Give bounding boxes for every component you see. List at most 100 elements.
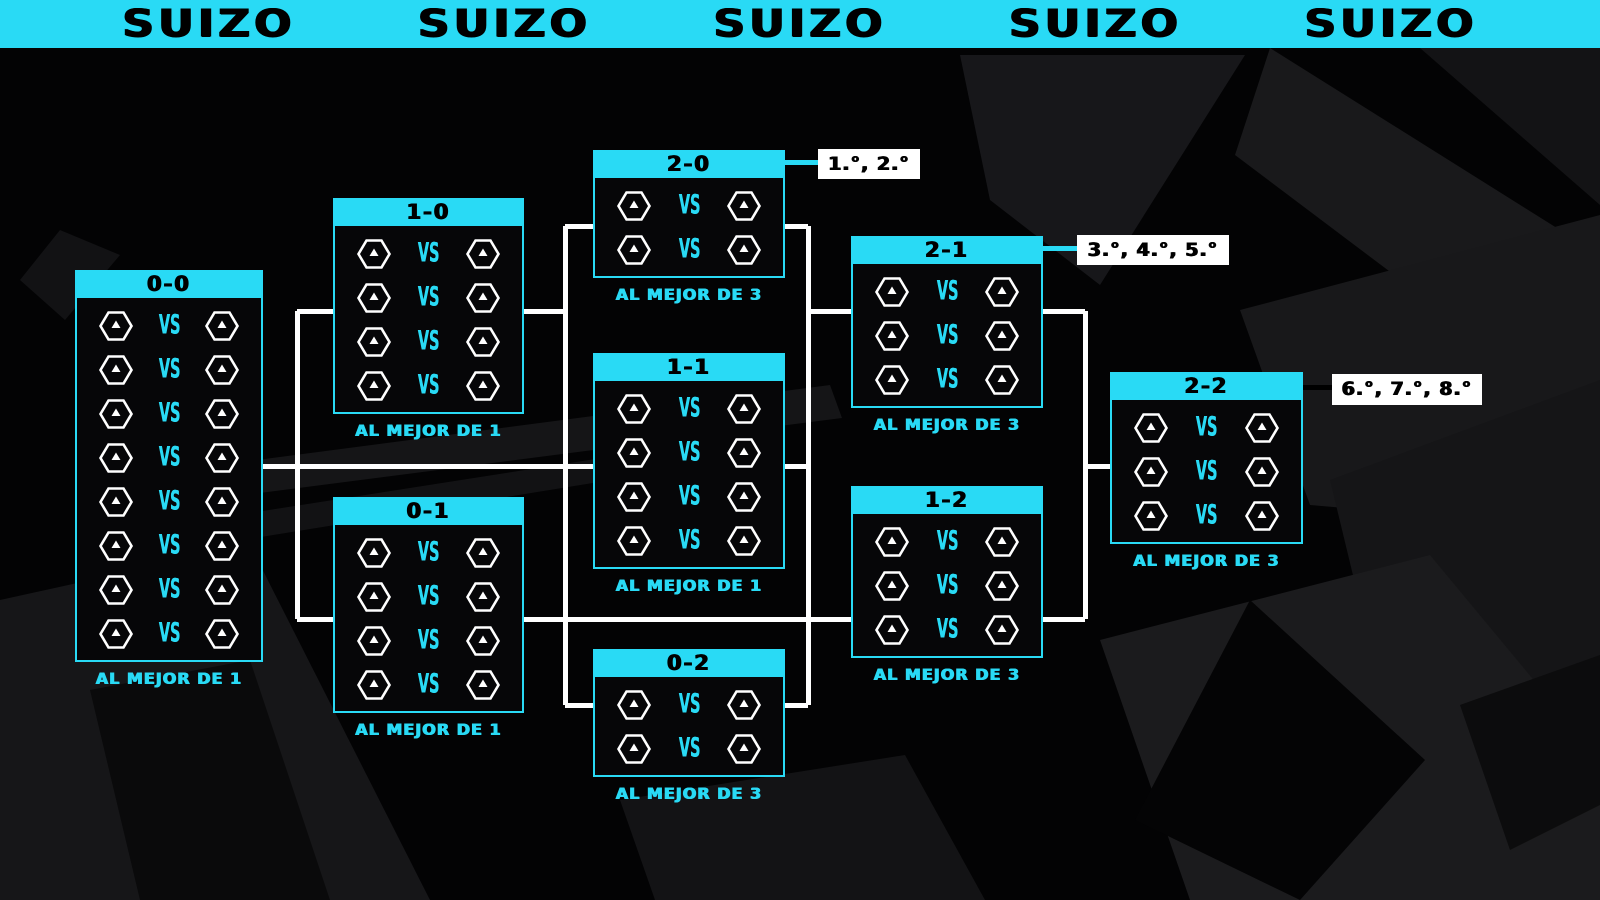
match-row[interactable]: VS <box>595 475 783 519</box>
team-slot-hexagon-icon <box>985 277 1019 307</box>
match-row[interactable]: VS <box>853 358 1041 402</box>
result-label-2-0: 1.°, 2.° <box>818 149 920 179</box>
match-row[interactable]: VS <box>77 480 261 524</box>
team-slot-hexagon-icon <box>357 582 391 612</box>
team-slot-hexagon-icon <box>1134 413 1168 443</box>
match-row[interactable]: VS <box>77 304 261 348</box>
team-slot-hexagon-icon <box>617 191 651 221</box>
bracket-connector-line <box>565 702 593 708</box>
match-row[interactable]: VS <box>335 232 522 276</box>
result-label-2-2: 6.°, 7.°, 8.° <box>1332 374 1482 405</box>
bracket-connector-line <box>805 226 811 705</box>
match-row[interactable]: VS <box>77 436 261 480</box>
bracket-box-header-1-1: 1-1 <box>593 353 785 381</box>
vs-label: VS <box>417 624 440 656</box>
record-label: 1-1 <box>667 354 711 379</box>
vs-label: VS <box>678 189 700 221</box>
team-slot-hexagon-icon <box>875 615 909 645</box>
bracket-box-body-2-0: VS VS <box>593 178 785 278</box>
bracket-connector-line <box>562 226 568 705</box>
match-row[interactable]: VS <box>1112 450 1301 494</box>
match-row[interactable]: VS <box>853 608 1041 652</box>
team-slot-hexagon-icon <box>99 399 133 429</box>
match-row[interactable]: VS <box>595 228 783 272</box>
match-row[interactable]: VS <box>1112 494 1301 538</box>
banner-title: SUIZO <box>122 1 296 47</box>
result-label-text: 1.°, 2.° <box>828 152 910 175</box>
match-row[interactable]: VS <box>335 364 522 408</box>
match-row[interactable]: VS <box>335 320 522 364</box>
match-row[interactable]: VS <box>77 392 261 436</box>
team-slot-hexagon-icon <box>727 191 761 221</box>
match-row[interactable]: VS <box>77 524 261 568</box>
vs-label: VS <box>158 397 180 429</box>
match-row[interactable]: VS <box>335 575 522 619</box>
team-slot-hexagon-icon <box>99 311 133 341</box>
match-row[interactable]: VS <box>595 519 783 563</box>
match-row[interactable]: VS <box>335 531 522 575</box>
record-label: 0-0 <box>147 271 191 296</box>
vs-label: VS <box>678 436 700 468</box>
match-row[interactable]: VS <box>595 683 783 727</box>
match-row[interactable]: VS <box>853 564 1041 608</box>
team-slot-hexagon-icon <box>205 311 239 341</box>
vs-label: VS <box>417 536 440 568</box>
team-slot-hexagon-icon <box>205 399 239 429</box>
bracket-box-header-2-2: 2-2 <box>1110 372 1303 400</box>
banner-title: SUIZO <box>713 1 887 47</box>
result-connector-line <box>1303 385 1332 390</box>
match-row[interactable]: VS <box>595 184 783 228</box>
match-row[interactable]: VS <box>1112 406 1301 450</box>
match-row[interactable]: VS <box>853 314 1041 358</box>
match-row[interactable]: VS <box>77 348 261 392</box>
team-slot-hexagon-icon <box>99 355 133 385</box>
box-footer-label-2-0: AL MEJOR DE 3 <box>615 285 763 304</box>
match-row[interactable]: VS <box>335 663 522 707</box>
vs-label: VS <box>158 309 180 341</box>
record-label: 0-1 <box>406 498 451 523</box>
team-slot-hexagon-icon <box>727 394 761 424</box>
box-footer-label-1-2: AL MEJOR DE 3 <box>873 665 1021 684</box>
team-slot-hexagon-icon <box>466 538 500 568</box>
match-row[interactable]: VS <box>335 276 522 320</box>
team-slot-hexagon-icon <box>205 531 239 561</box>
vs-label: VS <box>936 319 958 351</box>
box-footer-label-0-0: AL MEJOR DE 1 <box>95 669 243 688</box>
match-row[interactable]: VS <box>77 568 261 612</box>
team-slot-hexagon-icon <box>1245 501 1279 531</box>
match-row[interactable]: VS <box>595 727 783 771</box>
match-row[interactable]: VS <box>77 612 261 656</box>
team-slot-hexagon-icon <box>99 487 133 517</box>
match-row[interactable]: VS <box>595 387 783 431</box>
team-slot-hexagon-icon <box>357 626 391 656</box>
team-slot-hexagon-icon <box>727 438 761 468</box>
team-slot-hexagon-icon <box>985 321 1019 351</box>
team-slot-hexagon-icon <box>875 571 909 601</box>
bracket-box-header-2-0: 2-0 <box>593 150 785 178</box>
team-slot-hexagon-icon <box>617 438 651 468</box>
bracket-connector-line <box>785 702 808 708</box>
team-slot-hexagon-icon <box>466 371 500 401</box>
team-slot-hexagon-icon <box>875 321 909 351</box>
team-slot-hexagon-icon <box>985 527 1019 557</box>
banner-title: SUIZO <box>1304 1 1478 47</box>
team-slot-hexagon-icon <box>357 538 391 568</box>
box-footer-label-2-2: AL MEJOR DE 3 <box>1133 551 1280 570</box>
match-row[interactable]: VS <box>853 270 1041 314</box>
bracket-connector-line <box>1082 311 1088 619</box>
team-slot-hexagon-icon <box>357 670 391 700</box>
match-row[interactable]: VS <box>335 619 522 663</box>
match-row[interactable]: VS <box>853 520 1041 564</box>
banner-title: SUIZO <box>417 1 592 47</box>
record-label: 2-0 <box>667 151 711 176</box>
vs-label: VS <box>417 668 440 700</box>
match-row[interactable]: VS <box>595 431 783 475</box>
